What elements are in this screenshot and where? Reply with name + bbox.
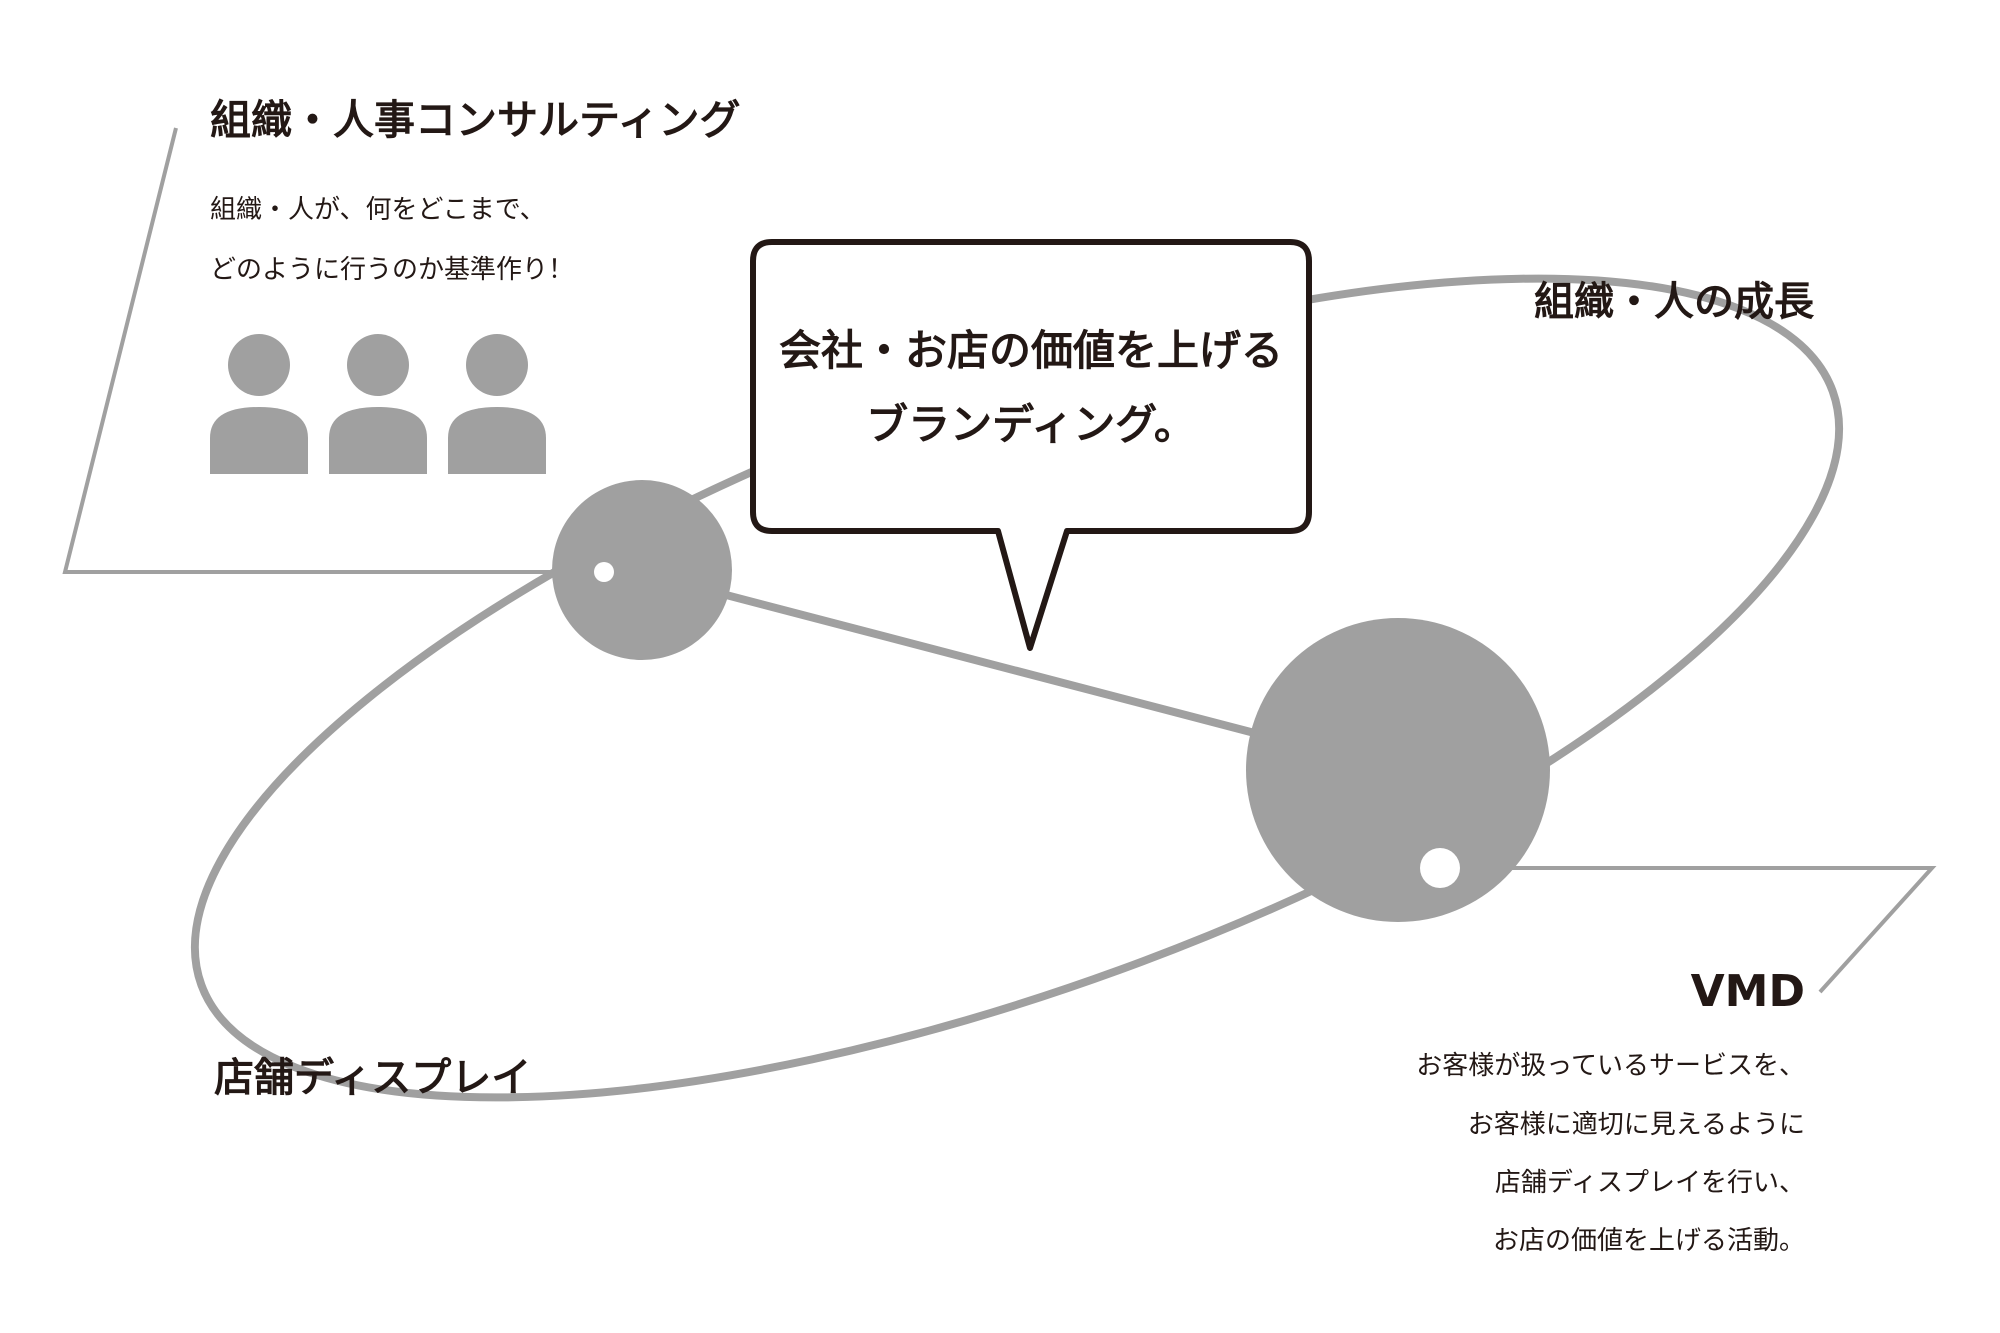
person-icon-head bbox=[466, 334, 528, 396]
vmd-callout-line bbox=[1440, 866, 1937, 994]
consulting-callout-line bbox=[62, 127, 604, 574]
growth-title: 組織・人の成長 bbox=[1534, 279, 1814, 325]
person-icon-head bbox=[347, 334, 409, 396]
large-planet-marker bbox=[1420, 848, 1460, 888]
consulting-title: 組織・人事コンサルティング bbox=[210, 96, 741, 144]
small-planet-marker bbox=[594, 562, 614, 582]
person-icon-body bbox=[448, 407, 546, 474]
vmd-desc-line-2: お客様に適切に見えるように bbox=[1467, 1110, 1805, 1140]
small-planet bbox=[552, 480, 732, 660]
people-group-icon bbox=[210, 334, 546, 474]
vmd-desc-line-1: お客様が扱っているサービスを、 bbox=[1416, 1051, 1805, 1081]
vmd-desc-line-3: 店舗ディスプレイを行い、 bbox=[1494, 1168, 1805, 1198]
speech-bubble bbox=[750, 239, 1312, 651]
large-planet bbox=[1246, 618, 1550, 922]
consulting-desc-line-2: どのように行うのか基準作り！ bbox=[210, 255, 575, 285]
bubble-line-1: 会社・お店の価値を上げる bbox=[778, 326, 1283, 375]
vmd-title: VMD bbox=[1690, 966, 1805, 1017]
person-icon-body bbox=[210, 407, 308, 474]
person-icon-head bbox=[228, 334, 290, 396]
consulting-desc-line-1: 組織・人が、何をどこまで、 bbox=[210, 195, 546, 225]
person-icon-body bbox=[329, 407, 427, 474]
display-title: 店舗ディスプレイ bbox=[214, 1055, 532, 1101]
bubble-line-2: ブランディング。 bbox=[866, 400, 1196, 449]
vmd-desc-line-4: お店の価値を上げる活動。 bbox=[1492, 1226, 1805, 1256]
